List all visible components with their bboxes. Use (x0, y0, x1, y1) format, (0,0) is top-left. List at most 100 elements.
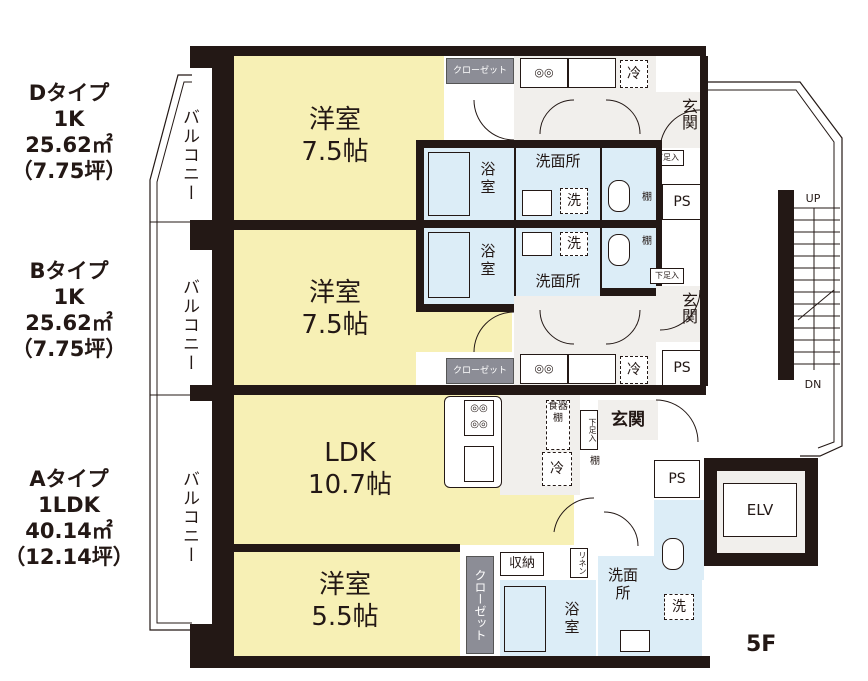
corridor-outline (706, 81, 843, 457)
type-b-name: Bタイプ (29, 259, 109, 283)
b-shoe: 下足入 (650, 268, 684, 284)
a-ldk-label: LDK 10.7帖 (280, 438, 420, 501)
a-western-size: 5.5帖 (311, 601, 379, 632)
a-ps: PS (654, 460, 700, 498)
d-western-label: 洋室 7.5帖 (280, 105, 390, 168)
a-storage: 収納 (500, 552, 544, 576)
elv: ELV (716, 470, 806, 554)
b-washroom-label: 洗面所 (535, 272, 581, 290)
wall-south (190, 656, 710, 668)
balcony-d-label: バルコニー (179, 108, 199, 203)
d-fridge: 冷 (620, 60, 648, 88)
d-sink (568, 58, 616, 88)
d-washroom-label: 洗面所 (535, 152, 581, 170)
d-entrance-label: 玄関 (662, 98, 698, 130)
type-d-area: 25.62㎡ (25, 133, 113, 157)
d-western-room-ext (234, 140, 416, 220)
a-western-room (234, 552, 460, 656)
b-toilet-bowl (608, 234, 630, 266)
b-divider-wall (234, 220, 416, 230)
a-bath-label: 浴室 (564, 600, 580, 637)
type-d-tsubo: （7.75坪） (11, 159, 127, 183)
d-stove: ◎◎ (520, 58, 568, 88)
b-western-room (234, 230, 416, 385)
a-closet: クローゼット (466, 556, 494, 654)
b-closet: クローゼット (446, 358, 514, 384)
b-stove: ◎◎ (520, 354, 568, 384)
b-entrance-room (656, 286, 706, 342)
d-wash-space: 洗 (560, 188, 588, 214)
b-basin (522, 232, 552, 256)
b-shelf: 棚 (642, 236, 652, 247)
a-bathtub (504, 586, 546, 652)
wall-col-sw (190, 624, 234, 668)
b-western-size: 7.5帖 (301, 309, 369, 340)
a-shelf: 棚 (590, 456, 600, 467)
wall-col-mid1 (190, 220, 234, 250)
type-b-tsubo: （7.75坪） (11, 337, 127, 361)
a-western-name: 洋室 (318, 570, 371, 600)
d-toilet-bowl (608, 180, 630, 212)
type-a-label: Aタイプ 1LDK 40.14㎡ （12.14坪） (0, 466, 138, 570)
type-d-layout: 1K (53, 107, 85, 131)
a-tableware-shelf: 食器棚 (546, 400, 570, 450)
d-bathtub (428, 152, 470, 216)
a-tableware-label: 食器棚 (548, 401, 568, 424)
balcony-b-label: バルコニー (179, 278, 199, 373)
d-basin (522, 190, 552, 216)
type-a-area: 40.14㎡ (25, 519, 113, 543)
b-entrance-text: 玄関 (679, 292, 698, 324)
stairs-up-label: UP (805, 192, 821, 205)
b-western-room-ext (416, 312, 512, 352)
stairs-dn-label: DN (804, 378, 822, 391)
wall-north (212, 46, 706, 56)
floor-label: 5F (746, 632, 777, 657)
b-western-name: 洋室 (308, 278, 361, 308)
d-shelf: 棚 (642, 192, 652, 203)
b-sink (568, 354, 616, 384)
b-bathtub (428, 232, 470, 298)
b-bath-label: 浴室 (480, 242, 496, 279)
type-a-tsubo: （12.14坪） (4, 545, 134, 569)
d-closet: クローゼット (446, 58, 514, 84)
balcony-a-label: バルコニー (179, 470, 199, 565)
a-closet-label: クローゼット (473, 569, 487, 641)
a-linen: リネン (570, 548, 588, 578)
a-entrance-label: 玄関 (611, 410, 645, 430)
a-fridge: 冷 (542, 452, 572, 486)
a-western-label: 洋室 5.5帖 (290, 570, 400, 633)
b-western-label: 洋室 7.5帖 (280, 278, 390, 341)
a-ldk-size: 10.7帖 (308, 469, 392, 500)
d-entrance-room (656, 92, 706, 148)
a-mid-wall (234, 544, 460, 552)
d-western-name: 洋室 (308, 105, 361, 135)
type-a-name: Aタイプ (29, 467, 109, 491)
type-a-layout: 1LDK (38, 493, 100, 517)
type-b-layout: 1K (53, 285, 85, 309)
corridor-east-wall (700, 56, 708, 386)
d-bath-label: 浴室 (480, 160, 496, 197)
a-shoe: 下足入 (580, 410, 598, 450)
b-wash-space: 洗 (560, 232, 588, 256)
b-fridge: 冷 (620, 356, 648, 384)
wall-col-mid2 (190, 385, 234, 401)
b-south-wall (234, 385, 706, 395)
a-wash-space: 洗 (664, 594, 694, 620)
a-stove: ◎◎◎◎ (464, 400, 494, 436)
b-entrance-label: 玄関 (662, 292, 698, 324)
a-washroom-label: 洗面所 (607, 566, 638, 603)
d-entrance-text: 玄関 (679, 98, 698, 130)
balcony-outline (149, 74, 192, 631)
a-entrance-room (598, 400, 658, 440)
type-d-label: Dタイプ 1K 25.62㎡ （7.75坪） (0, 80, 138, 184)
a-sink (464, 446, 494, 482)
a-toilet-bowl (662, 538, 684, 570)
type-b-area: 25.62㎡ (25, 311, 113, 335)
d-western-size: 7.5帖 (301, 136, 369, 167)
type-b-label: Bタイプ 1K 25.62㎡ （7.75坪） (0, 258, 138, 362)
stair-wall (778, 190, 794, 380)
stairs (794, 207, 840, 370)
a-basin (620, 630, 650, 652)
a-ldk-name: LDK (324, 438, 376, 468)
